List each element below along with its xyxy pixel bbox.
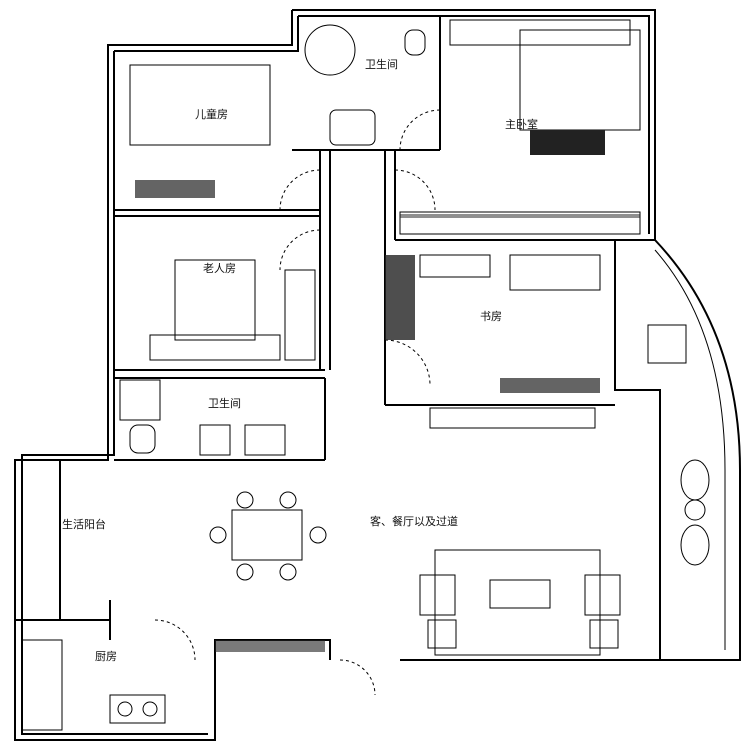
washer [199, 424, 231, 456]
label-bathroom-mid: 卫生间 [208, 396, 241, 410]
kitchen-counter [21, 639, 63, 731]
bathtub-mid [119, 379, 161, 421]
stove [109, 694, 166, 724]
label-utility-balcony: 生活阳台 [62, 517, 106, 531]
child-bed [129, 64, 271, 146]
label-bathroom-top: 卫生间 [365, 57, 398, 71]
walls [14, 9, 741, 741]
room-labels: 卫生间 主卧室 儿童房 老人房 书房 卫生间 生活阳台 客、餐厅以及过道 厨房 [62, 57, 538, 663]
sink-mid [244, 424, 286, 456]
elder-bed [174, 259, 256, 341]
study-bookcase [385, 255, 415, 340]
label-living-dining: 客、餐厅以及过道 [370, 514, 458, 528]
furniture [21, 19, 710, 731]
sink [329, 109, 376, 146]
label-kitchen: 厨房 [95, 650, 117, 663]
toilet [404, 29, 426, 56]
bed-runner [530, 130, 605, 155]
sofa [434, 549, 601, 656]
bathtub-round [304, 24, 356, 76]
elder-wardrobe [284, 269, 316, 361]
tv-cabinet [429, 407, 596, 429]
balcony-table [647, 324, 687, 364]
doors [154, 109, 441, 696]
dining-table [231, 509, 303, 561]
study-desk [419, 254, 491, 278]
study-piano [509, 254, 601, 291]
wardrobe-master [399, 211, 641, 235]
label-master-bedroom: 主卧室 [505, 117, 538, 131]
label-study: 书房 [480, 310, 502, 323]
child-wardrobe [135, 180, 215, 198]
coffee-table [489, 579, 551, 609]
toilet-mid [129, 424, 156, 454]
label-children-room: 儿童房 [195, 107, 228, 121]
label-elder-room: 老人房 [203, 262, 236, 275]
